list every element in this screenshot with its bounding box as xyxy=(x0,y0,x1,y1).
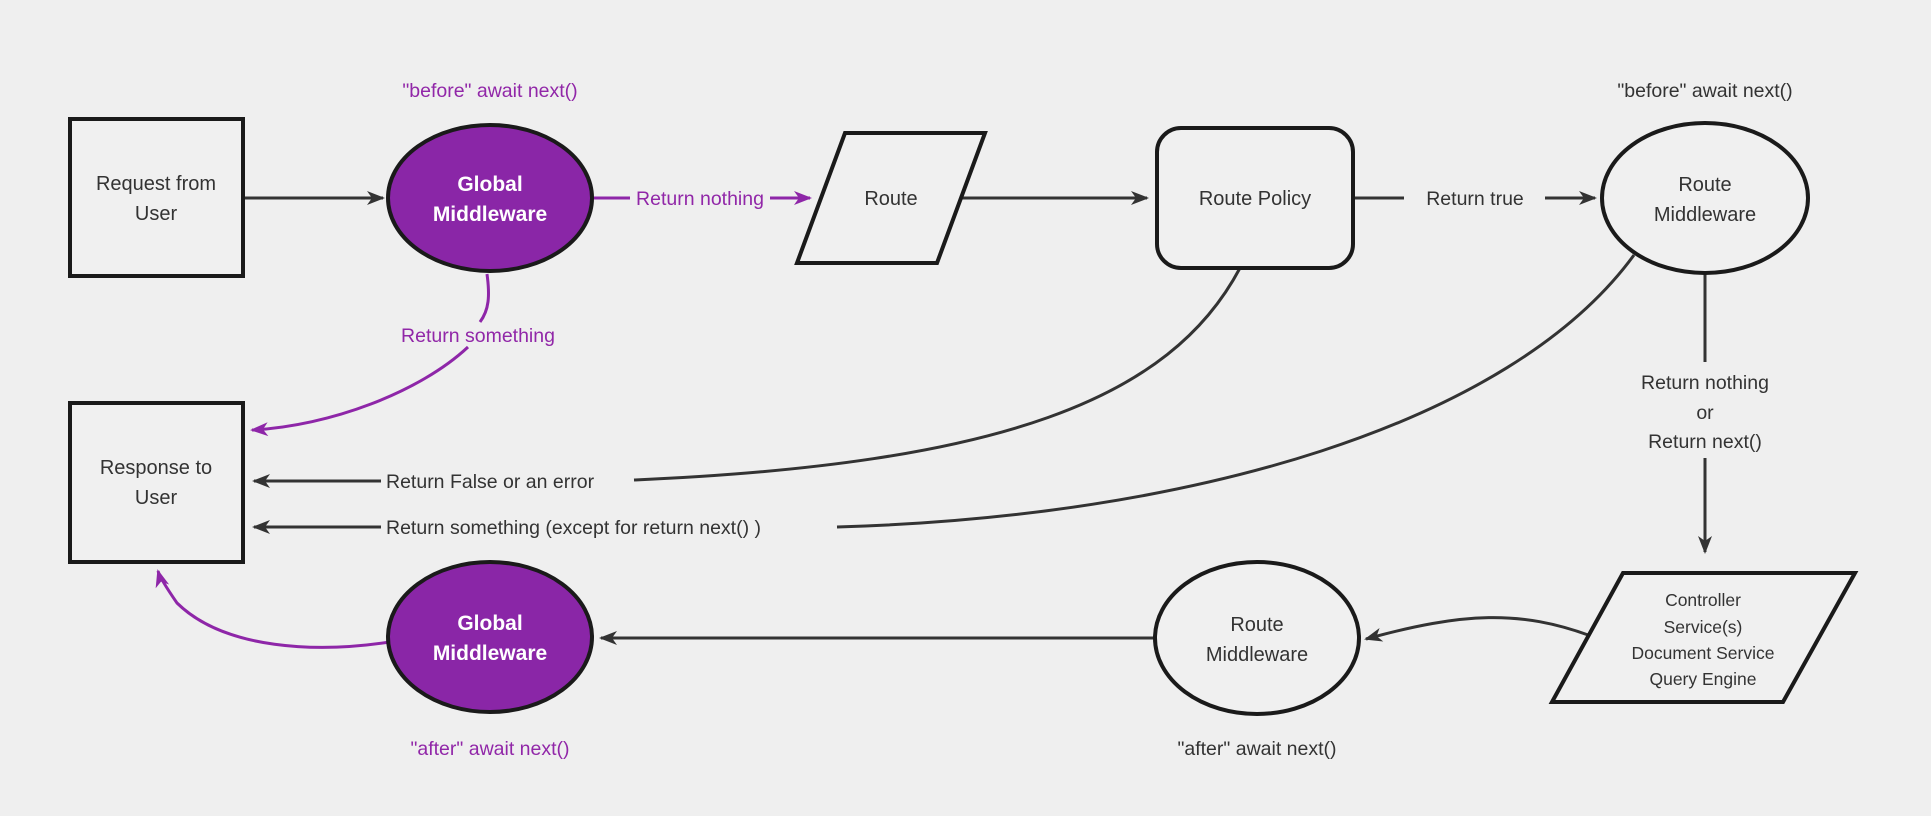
label-return-nothing-or-line3: Return next() xyxy=(1648,431,1762,453)
label-after-await-next-left: "after" await next() xyxy=(410,738,569,760)
edge-controller-to-route-middleware-bottom xyxy=(1364,616,1592,642)
node-response-to-user: Response to User xyxy=(68,401,245,564)
node-global-middleware-bottom: Global Middleware xyxy=(386,560,594,714)
response-label-line1: Response to xyxy=(100,457,212,479)
edge-route-policy-to-return-false-label xyxy=(633,267,1242,482)
edge-route-middleware-to-return-something-except-label xyxy=(836,254,1636,529)
label-return-nothing: Return nothing xyxy=(636,188,764,210)
label-before-await-next-left: "before" await next() xyxy=(402,80,577,102)
route-policy-rect xyxy=(1155,126,1355,270)
edge-global-middleware-to-return-something-label xyxy=(478,273,490,323)
node-controller-services: Controller Service(s) Document Service Q… xyxy=(1548,571,1859,704)
label-return-false-or-error: Return False or an error xyxy=(386,471,595,493)
edge-global-middleware-bottom-to-response xyxy=(155,569,391,649)
label-return-nothing-or-line1: Return nothing xyxy=(1641,372,1769,394)
label-after-await-next-mid: "after" await next() xyxy=(1177,738,1336,760)
route-middleware-top-label-line2: Middleware xyxy=(1654,204,1756,226)
global-middleware-top-ellipse xyxy=(386,123,594,273)
global-middleware-bottom-label-line2: Middleware xyxy=(433,642,547,665)
global-middleware-bottom-label-line1: Global xyxy=(457,612,522,635)
edges xyxy=(155,191,1712,649)
route-middleware-bottom-label-line1: Route xyxy=(1230,614,1283,636)
request-label-line2: User xyxy=(135,203,178,225)
edge-labels: "before" await next() "before" await nex… xyxy=(386,80,1793,760)
controller-label-line3: Document Service xyxy=(1632,643,1775,663)
node-route: Route xyxy=(794,131,988,265)
route-middleware-top-label-line1: Route xyxy=(1678,174,1731,196)
node-route-middleware-top: Route Middleware xyxy=(1600,121,1810,275)
node-route-middleware-bottom: Route Middleware xyxy=(1153,560,1361,716)
label-return-something-except: Return something (except for return next… xyxy=(386,517,761,539)
request-label-line1: Request from xyxy=(96,173,216,195)
response-rect xyxy=(68,401,245,564)
label-before-await-next-right: "before" await next() xyxy=(1617,80,1792,102)
global-middleware-top-label-line1: Global xyxy=(457,173,522,196)
response-label-line2: User xyxy=(135,487,178,509)
controller-label-line1: Controller xyxy=(1665,590,1741,610)
controller-parallelogram xyxy=(1548,571,1859,704)
request-rect xyxy=(68,117,245,278)
route-label: Route xyxy=(864,188,917,210)
route-policy-label: Route Policy xyxy=(1199,188,1311,210)
global-middleware-top-label-line2: Middleware xyxy=(433,203,547,226)
route-middleware-top-ellipse xyxy=(1600,121,1810,275)
global-middleware-bottom-ellipse xyxy=(386,560,594,714)
route-middleware-bottom-label-line2: Middleware xyxy=(1206,644,1308,666)
controller-label-line4: Query Engine xyxy=(1649,669,1756,689)
label-return-something: Return something xyxy=(401,325,555,347)
route-parallelogram xyxy=(794,131,988,265)
label-return-nothing-or-line2: or xyxy=(1696,402,1714,424)
node-global-middleware-top: Global Middleware xyxy=(386,123,594,273)
edge-return-something-label-to-response xyxy=(250,345,470,437)
route-middleware-bottom-ellipse xyxy=(1153,560,1361,716)
label-return-true: Return true xyxy=(1426,188,1524,210)
node-request-from-user: Request from User xyxy=(68,117,245,278)
controller-label-line2: Service(s) xyxy=(1664,617,1743,637)
node-route-policy: Route Policy xyxy=(1155,126,1355,270)
